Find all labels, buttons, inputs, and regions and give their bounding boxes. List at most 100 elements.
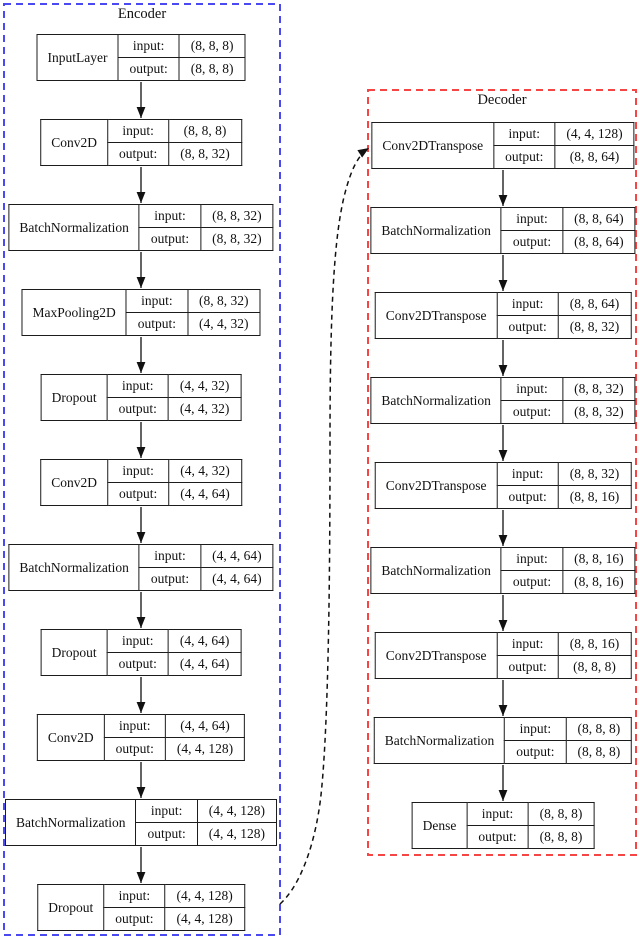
output-shape: (8, 8, 8) xyxy=(557,655,632,679)
decoder-layer-3: BatchNormalization input: (8, 8, 32) out… xyxy=(370,377,636,424)
output-shape: (4, 4, 32) xyxy=(187,312,261,336)
input-shape: (4, 4, 64) xyxy=(164,714,246,738)
input-shape: (8, 8, 8) xyxy=(168,119,242,143)
input-label: input: xyxy=(493,122,556,146)
output-shape: (8, 8, 64) xyxy=(562,230,636,254)
layer-name: MaxPooling2D xyxy=(21,289,127,336)
flow-arrows xyxy=(136,82,508,883)
input-label: input: xyxy=(504,717,567,741)
decoder-layer-1: BatchNormalization input: (8, 8, 64) out… xyxy=(370,207,636,254)
output-label: output: xyxy=(500,570,564,594)
output-label: output: xyxy=(496,655,559,679)
output-label: output: xyxy=(106,652,169,676)
input-shape: (8, 8, 64) xyxy=(562,207,636,231)
input-shape: (4, 4, 64) xyxy=(200,544,274,568)
input-label: input: xyxy=(103,714,166,738)
layer-name: BatchNormalization xyxy=(370,377,502,424)
layer-name: Dropout xyxy=(37,884,105,931)
output-label: output: xyxy=(500,400,564,424)
output-label: output: xyxy=(106,142,170,166)
output-shape: (4, 4, 64) xyxy=(200,567,274,591)
encoder-layer-4: Dropout input: (4, 4, 32) output: (4, 4,… xyxy=(40,374,242,421)
skip-connection-arrow xyxy=(279,147,370,905)
output-shape: (8, 8, 32) xyxy=(557,315,632,339)
input-label: input: xyxy=(500,377,564,401)
layer-name: BatchNormalization xyxy=(5,799,137,846)
output-shape: (4, 4, 128) xyxy=(164,907,245,931)
output-shape: (8, 8, 16) xyxy=(557,485,632,509)
layer-table: BatchNormalization input: (8, 8, 8) outp… xyxy=(373,717,633,764)
input-shape: (8, 8, 8) xyxy=(178,34,246,58)
output-label: output: xyxy=(496,315,559,339)
output-shape: (8, 8, 64) xyxy=(554,145,635,169)
layer-table: Conv2D input: (4, 4, 32) output: (4, 4, … xyxy=(40,459,242,506)
encoder-layer-6: BatchNormalization input: (4, 4, 64) out… xyxy=(8,544,274,591)
input-shape: (4, 4, 128) xyxy=(196,799,277,823)
input-shape: (8, 8, 64) xyxy=(557,292,632,316)
input-shape: (4, 4, 128) xyxy=(164,884,245,908)
output-label: output: xyxy=(466,825,529,849)
output-shape: (8, 8, 8) xyxy=(178,57,246,81)
decoder-layer-0: Conv2DTranspose input: (4, 4, 128) outpu… xyxy=(371,122,635,169)
encoder-layer-5: Conv2D input: (4, 4, 32) output: (4, 4, … xyxy=(40,459,242,506)
layer-name: Conv2D xyxy=(40,459,108,506)
input-shape: (8, 8, 32) xyxy=(187,289,261,313)
output-label: output: xyxy=(106,397,169,421)
output-shape: (8, 8, 32) xyxy=(562,400,636,424)
output-label: output: xyxy=(493,145,556,169)
input-label: input: xyxy=(135,799,198,823)
layer-name: InputLayer xyxy=(36,34,119,81)
output-shape: (8, 8, 16) xyxy=(562,570,636,594)
layer-name: BatchNormalization xyxy=(8,204,140,251)
output-shape: (4, 4, 64) xyxy=(168,482,242,506)
output-label: output: xyxy=(125,312,189,336)
layer-table: Conv2DTranspose input: (4, 4, 128) outpu… xyxy=(371,122,635,169)
encoder-boundary xyxy=(3,3,281,936)
input-label: input: xyxy=(106,119,170,143)
layer-table: BatchNormalization input: (8, 8, 32) out… xyxy=(370,377,636,424)
input-shape: (4, 4, 32) xyxy=(168,459,242,483)
decoder-title: Decoder xyxy=(477,92,527,108)
input-label: input: xyxy=(125,289,189,313)
layer-name: Conv2DTranspose xyxy=(374,292,498,339)
encoder-layer-10: Dropout input: (4, 4, 128) output: (4, 4… xyxy=(37,884,245,931)
input-shape: (8, 8, 32) xyxy=(557,462,632,486)
output-shape: (8, 8, 32) xyxy=(168,142,242,166)
output-shape: (4, 4, 64) xyxy=(167,652,242,676)
layer-table: Dense input: (8, 8, 8) output: (8, 8, 8) xyxy=(411,802,595,849)
layer-table: Conv2DTranspose input: (8, 8, 16) output… xyxy=(374,632,632,679)
layer-name: Conv2D xyxy=(40,119,108,166)
output-label: output: xyxy=(106,482,170,506)
input-shape: (8, 8, 8) xyxy=(527,802,595,826)
input-label: input: xyxy=(106,459,170,483)
decoder-layer-8: Dense input: (8, 8, 8) output: (8, 8, 8) xyxy=(411,802,595,849)
layer-name: BatchNormalization xyxy=(370,207,502,254)
layer-table: Dropout input: (4, 4, 64) output: (4, 4,… xyxy=(40,629,242,676)
input-shape: (4, 4, 32) xyxy=(167,374,242,398)
input-label: input: xyxy=(138,204,202,228)
layer-table: BatchNormalization input: (4, 4, 128) ou… xyxy=(5,799,277,846)
decoder-layer-7: BatchNormalization input: (8, 8, 8) outp… xyxy=(373,717,633,764)
encoder-layer-8: Conv2D input: (4, 4, 64) output: (4, 4, … xyxy=(36,714,246,761)
layer-name: Conv2D xyxy=(36,714,105,761)
output-label: output: xyxy=(138,567,202,591)
input-label: input: xyxy=(500,207,564,231)
decoder-layer-4: Conv2DTranspose input: (8, 8, 32) output… xyxy=(374,462,632,509)
output-label: output: xyxy=(103,737,166,761)
layer-name: Dropout xyxy=(40,374,108,421)
output-shape: (4, 4, 128) xyxy=(164,737,246,761)
input-label: input: xyxy=(103,884,166,908)
input-label: input: xyxy=(138,544,202,568)
input-shape: (8, 8, 32) xyxy=(562,377,636,401)
layer-table: Dropout input: (4, 4, 128) output: (4, 4… xyxy=(37,884,245,931)
output-label: output: xyxy=(103,907,166,931)
output-shape: (4, 4, 128) xyxy=(196,822,277,846)
decoder-layer-5: BatchNormalization input: (8, 8, 16) out… xyxy=(370,547,636,594)
encoder-layer-9: BatchNormalization input: (4, 4, 128) ou… xyxy=(5,799,277,846)
output-label: output: xyxy=(135,822,198,846)
output-shape: (8, 8, 32) xyxy=(200,227,274,251)
layer-table: Conv2D input: (8, 8, 8) output: (8, 8, 3… xyxy=(40,119,242,166)
input-shape: (8, 8, 16) xyxy=(557,632,632,656)
